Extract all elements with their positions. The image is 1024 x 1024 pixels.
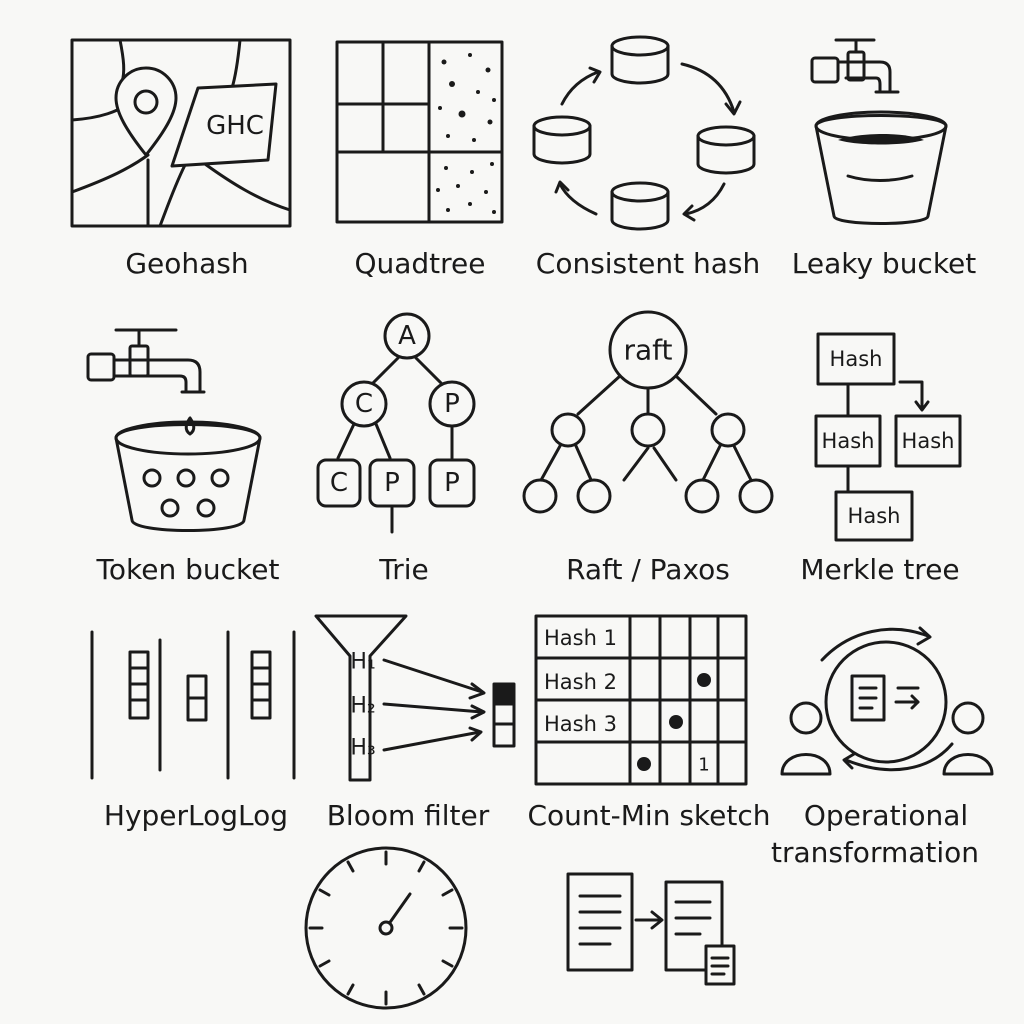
- database-node: [696, 125, 756, 175]
- label-leaky-bucket: Leaky bucket: [792, 247, 977, 280]
- operational-transformation-icon: [780, 626, 994, 776]
- bloom-filter-icon: H₁ H₂ H₃: [314, 614, 516, 782]
- quadtree-icon: [335, 40, 504, 224]
- database-node: [610, 35, 670, 85]
- label-operational-transformation-line2: transformation: [771, 836, 979, 869]
- database-node: [532, 115, 592, 165]
- label-quadtree: Quadtree: [354, 247, 485, 280]
- label-token-bucket: Token bucket: [96, 553, 280, 586]
- trie-node-c: C: [355, 389, 373, 419]
- clock-icon: [304, 846, 468, 1010]
- trie-node-p: P: [444, 389, 460, 419]
- hyperloglog-icon: [90, 630, 296, 780]
- trie-icon: A C P C P P: [316, 312, 476, 534]
- merkle-leaf-hash: Hash: [848, 504, 901, 528]
- label-trie: Trie: [378, 553, 429, 586]
- label-bloom-filter: Bloom filter: [327, 799, 490, 832]
- trie-leaf: P: [384, 468, 400, 498]
- raft-leader-node: raft: [623, 334, 672, 367]
- count-min-row-label: Hash 1: [544, 626, 617, 650]
- bloom-hash-1: H₁: [350, 650, 375, 675]
- trie-leaf: C: [330, 468, 348, 498]
- consistent-hash-icon: [532, 35, 756, 231]
- label-raft-paxos: Raft / Paxos: [566, 553, 730, 586]
- document-transfer-icon: [566, 872, 736, 986]
- user-icon: [780, 701, 832, 776]
- user-icon: [942, 701, 994, 776]
- merkle-hash: Hash: [902, 429, 955, 453]
- count-min-counter: 1: [698, 755, 709, 776]
- leaky-bucket-icon: [810, 38, 948, 225]
- geohash-map-label: GHC: [206, 111, 264, 141]
- count-min-row-label: Hash 2: [544, 670, 617, 694]
- merkle-root-hash: Hash: [830, 347, 883, 371]
- bloom-hash-3: H₃: [350, 736, 375, 761]
- label-geohash: Geohash: [125, 247, 248, 280]
- merkle-hash: Hash: [822, 429, 875, 453]
- label-count-min-sketch: Count-Min sketch: [528, 799, 771, 832]
- trie-root-node: A: [398, 321, 416, 351]
- label-merkle-tree: Merkle tree: [800, 553, 959, 586]
- raft-paxos-icon: raft: [522, 310, 774, 514]
- token-bucket-icon: [86, 328, 262, 532]
- count-min-row-label: Hash 3: [544, 712, 617, 736]
- bloom-hash-2: H₂: [350, 694, 375, 719]
- label-consistent-hash: Consistent hash: [536, 247, 760, 280]
- trie-leaf: P: [444, 468, 460, 498]
- merkle-tree-icon: Hash Hash Hash Hash: [814, 332, 962, 542]
- count-min-sketch-icon: Hash 1 Hash 2 Hash 3 1: [534, 614, 748, 786]
- label-hyperloglog: HyperLogLog: [104, 799, 288, 832]
- geohash-icon: GHC: [70, 38, 292, 228]
- database-node: [610, 181, 670, 231]
- label-operational-transformation: Operational: [804, 799, 968, 832]
